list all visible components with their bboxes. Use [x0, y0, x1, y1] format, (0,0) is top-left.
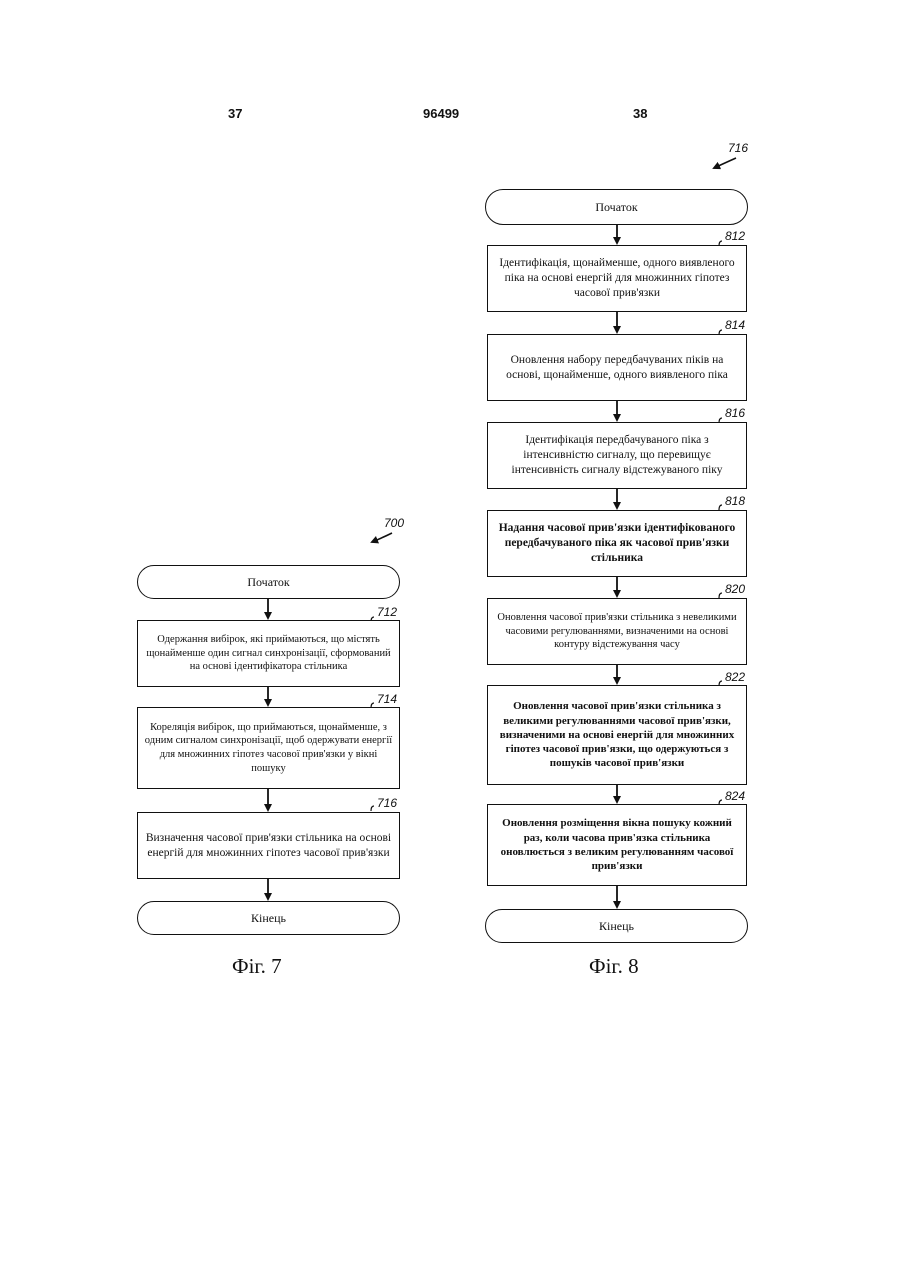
fig7-end-terminal: Кінець [137, 901, 400, 935]
fig7-step-716-ref: 716 [377, 796, 397, 810]
fig8-step-814-ref: 814 [725, 318, 745, 332]
fig8-step-818-box: Надання часової прив'язки ідентифіковано… [487, 510, 747, 577]
fig8-step-812-box: Ідентифікація, щонайменше, одного виявле… [487, 245, 747, 312]
fig8-ref-number: 716 [728, 141, 748, 155]
fig7-step-716-box: Визначення часової прив'язки стільника н… [137, 812, 400, 879]
fig8-caption: Фіг. 8 [589, 954, 639, 979]
fig8-step-824-box: Оновлення розміщення вікна пошуку кожний… [487, 804, 747, 886]
fig8-step-820-ref: 820 [725, 582, 745, 596]
fig8-step-816-box: Ідентифікація передбачуваного піка з інт… [487, 422, 747, 489]
fig8-step-818-ref: 818 [725, 494, 745, 508]
fig8-step-822-box: Оновлення часової прив'язки стільника з … [487, 685, 747, 785]
fig7-step-714-box: Кореляція вибірок, що приймаються, щонай… [137, 707, 400, 789]
fig7-step-712-box: Одержання вибірок, які приймаються, що м… [137, 620, 400, 687]
fig8-step-824-ref: 824 [725, 789, 745, 803]
fig8-step-814-box: Оновлення набору передбачуваних піків на… [487, 334, 747, 401]
fig7-pointer-arrow [372, 533, 392, 542]
fig7-start-terminal: Початок [137, 565, 400, 599]
fig8-step-820-box: Оновлення часової прив'язки стільника з … [487, 598, 747, 665]
fig8-pointer-arrow [714, 158, 736, 168]
fig8-start-terminal: Початок [485, 189, 748, 225]
fig7-ref-number: 700 [384, 516, 404, 530]
fig7-caption: Фіг. 7 [232, 954, 282, 979]
fig8-step-822-ref: 822 [725, 670, 745, 684]
fig7-step-712-ref: 712 [377, 605, 397, 619]
fig7-step-714-ref: 714 [377, 692, 397, 706]
ref-hook-716 [371, 806, 374, 811]
fig8-step-816-ref: 816 [725, 406, 745, 420]
fig8-step-812-ref: 812 [725, 229, 745, 243]
fig8-end-terminal: Кінець [485, 909, 748, 943]
